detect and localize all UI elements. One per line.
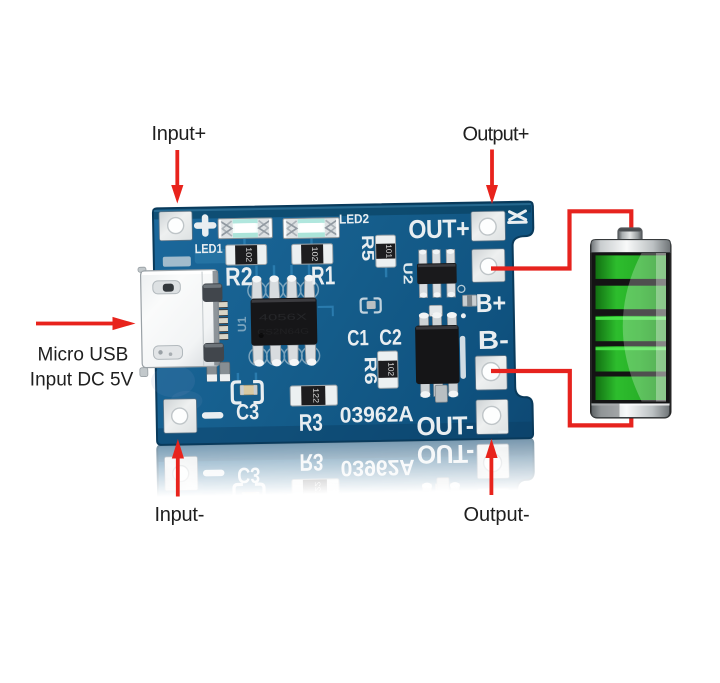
svg-text:Input-: Input- (155, 504, 205, 526)
svg-text:Input+: Input+ (152, 123, 206, 145)
svg-text:Output+: Output+ (463, 123, 529, 145)
svg-text:Input DC 5V: Input DC 5V (30, 370, 134, 391)
svg-text:Micro USB: Micro USB (38, 345, 129, 366)
svg-text:Output-: Output- (464, 504, 530, 526)
